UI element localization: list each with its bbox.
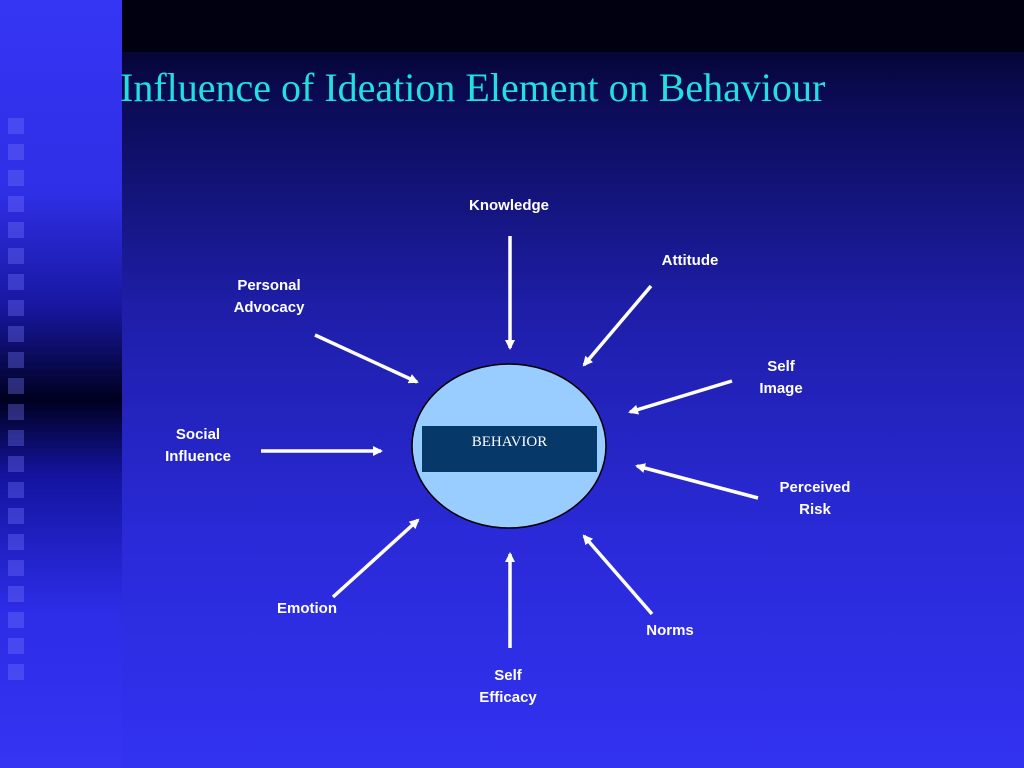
decorative-square xyxy=(8,612,24,628)
label-knowledge: Knowledge xyxy=(469,195,549,217)
label-line: Efficacy xyxy=(479,689,537,706)
label-emotion: Emotion xyxy=(277,598,337,620)
label-line: Advocacy xyxy=(233,299,305,316)
decorative-square xyxy=(8,664,24,680)
arrow-perceived-risk xyxy=(635,463,759,500)
label-social-influence: Social Influence xyxy=(165,424,231,468)
decorative-square xyxy=(8,404,24,420)
label-line: Image xyxy=(759,380,803,397)
decorative-square xyxy=(8,586,24,602)
label-line: Knowledge xyxy=(468,197,550,214)
decorative-square xyxy=(8,482,24,498)
decorative-square xyxy=(8,196,24,212)
decorative-square xyxy=(8,456,24,472)
label-attitude: Attitude xyxy=(662,250,719,272)
decorative-square xyxy=(8,378,24,394)
label-line: Norms xyxy=(646,622,694,639)
decorative-square xyxy=(8,222,24,238)
arrow-personal-advocacy xyxy=(314,333,419,384)
label-self-image: Self Image xyxy=(759,356,802,400)
decorative-squares xyxy=(8,118,26,690)
label-line: Self xyxy=(494,667,522,684)
decorative-square xyxy=(8,144,24,160)
label-line: Risk xyxy=(799,501,831,518)
label-line: Influence xyxy=(165,448,231,465)
decorative-square xyxy=(8,534,24,550)
decorative-square xyxy=(8,274,24,290)
label-self-efficacy: Self Efficacy xyxy=(479,665,537,709)
decorative-square xyxy=(8,352,24,368)
decorative-square xyxy=(8,560,24,576)
label-line: Attitude xyxy=(661,252,719,269)
arrow-norms xyxy=(582,534,654,616)
slide-title: Influence of Ideation Element on Behavio… xyxy=(120,65,826,110)
label-perceived-risk: Perceived Risk xyxy=(780,477,851,521)
label-line: Emotion xyxy=(277,600,337,617)
label-personal-advocacy: Personal Advocacy xyxy=(234,275,305,319)
decorative-square xyxy=(8,118,24,134)
arrow-emotion xyxy=(331,518,420,599)
decorative-square xyxy=(8,326,24,342)
arrows xyxy=(261,236,759,648)
arrow-attitude xyxy=(582,284,653,367)
label-line: Perceived xyxy=(779,479,851,496)
behavior-box: BEHAVIOR xyxy=(421,425,598,473)
label-norms: Norms xyxy=(646,620,694,642)
left-decorative-band xyxy=(0,0,122,768)
top-decorative-band xyxy=(122,0,1024,52)
label-line: Social xyxy=(175,426,221,443)
decorative-square xyxy=(8,300,24,316)
label-line: Personal xyxy=(237,277,301,294)
decorative-square xyxy=(8,638,24,654)
label-line: Self xyxy=(767,358,795,375)
decorative-square xyxy=(8,248,24,264)
decorative-square xyxy=(8,430,24,446)
decorative-square xyxy=(8,170,24,186)
decorative-square xyxy=(8,508,24,524)
arrow-self-image xyxy=(628,379,733,415)
